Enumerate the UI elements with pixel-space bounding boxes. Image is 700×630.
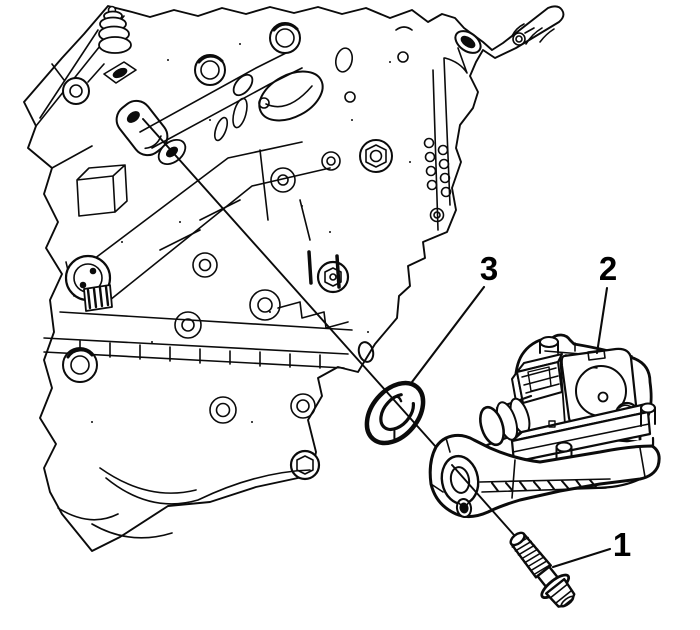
- callout-3-label: 3: [480, 250, 498, 287]
- mounting-bracket-arm: [428, 433, 661, 519]
- bracket-arm-outline: [428, 433, 661, 519]
- callout-2-leader-line: [595, 286, 609, 355]
- electrical-connector: [511, 353, 563, 408]
- engine-outline: [23, 5, 565, 552]
- stipple-dots: [91, 43, 411, 423]
- mounting-bolt: [509, 531, 576, 608]
- callout-3-leader-line: [410, 285, 486, 384]
- engine-block-illustration: [23, 5, 565, 552]
- bolt-alignment-line-lower: [451, 464, 515, 536]
- callouts: [410, 285, 612, 569]
- gasket: [364, 380, 426, 446]
- callout-1-leader-line: [551, 547, 612, 569]
- hose-port: [479, 394, 533, 447]
- solenoid-valve-bracket-assembly: [428, 333, 661, 519]
- callout-2-label: 2: [599, 250, 617, 287]
- callout-1-label: 1: [613, 526, 631, 563]
- bolt-alignment-line-upper: [142, 118, 445, 457]
- bracket-bolt-bore: [449, 466, 471, 494]
- bolt-tip: [509, 531, 526, 547]
